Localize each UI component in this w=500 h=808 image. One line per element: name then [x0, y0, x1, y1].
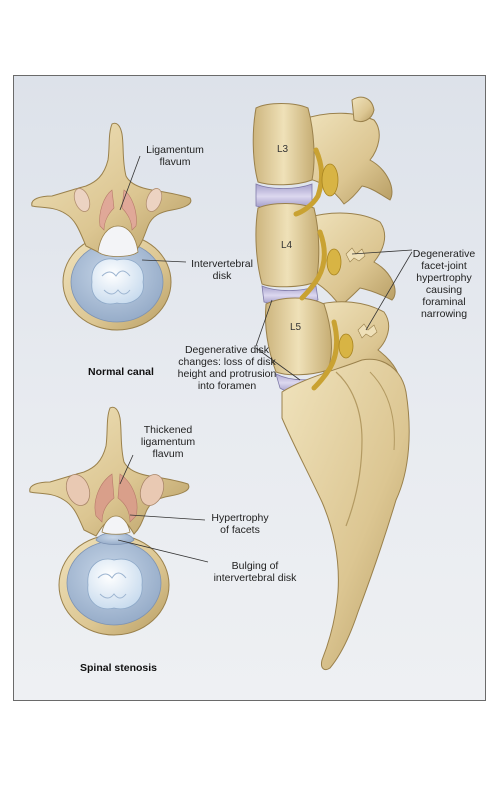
lateral-spine [252, 96, 410, 671]
stenosis-vertebra [29, 406, 190, 636]
label-facet-hypertrophy: Hypertrophy of facets [211, 512, 269, 536]
caption-normal-canal: Normal canal [88, 366, 154, 378]
caption-spinal-stenosis: Spinal stenosis [80, 662, 158, 674]
stenosis-canal [101, 515, 131, 535]
label-normal-disk: Intervertebral disk [191, 258, 253, 282]
nerve-root-l5 [311, 319, 340, 391]
leader-lines [117, 155, 413, 563]
label-facet-joint-hypertrophy: Degenerative facet-joint hypertrophy cau… [412, 248, 476, 320]
label-normal-ligamentum: Ligamentum flavum [146, 144, 204, 168]
normal-vertebra [31, 122, 192, 331]
normal-canal [97, 225, 139, 257]
label-degenerative-disk: Degenerative disk changes: loss of disk … [177, 344, 277, 392]
nerve-root-l4 [299, 229, 327, 301]
normal-nucleus [91, 258, 144, 305]
nerve-root-l3 [293, 147, 325, 217]
label-bulging-disk: Bulging of intervertebral disk [213, 560, 297, 584]
label-l4: L4 [281, 240, 293, 251]
spine-body-l3 [252, 103, 315, 186]
label-l5: L5 [290, 322, 302, 333]
label-thickened-ligamentum: Thickened ligamentum flavum [140, 424, 196, 460]
stenosis-nucleus [87, 558, 143, 610]
label-l3: L3 [277, 144, 289, 155]
sacrum [281, 358, 410, 671]
